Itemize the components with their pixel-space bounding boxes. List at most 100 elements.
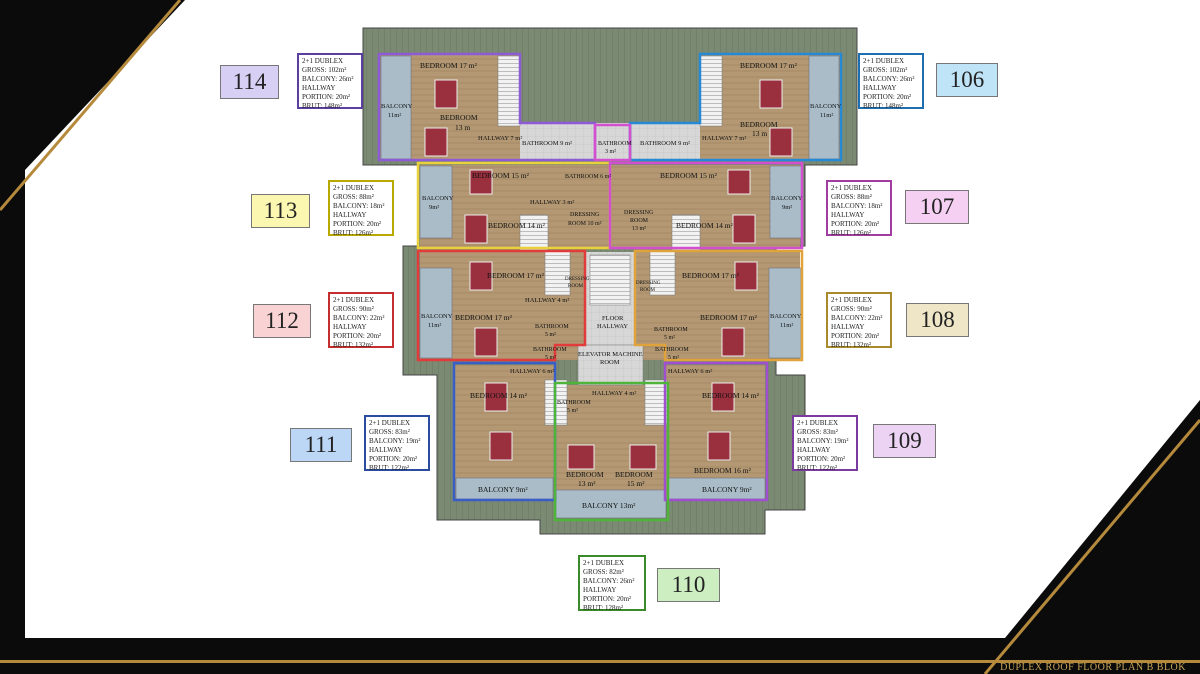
info-line: BALCONY: 19m² bbox=[797, 437, 849, 445]
room-label: BALCONY bbox=[422, 195, 454, 202]
room-label: BALCONY 9m² bbox=[702, 485, 752, 494]
room-label: 11m² bbox=[428, 322, 441, 329]
info-line: PORTION: 20m² bbox=[302, 93, 351, 101]
room-label: 5 m² bbox=[664, 335, 675, 341]
info-line: BALCONY: 18m² bbox=[831, 202, 883, 210]
info-line: GROSS: 83m² bbox=[369, 428, 410, 436]
info-line: BRUT: 128m² bbox=[583, 604, 624, 612]
info-line: HALLWAY bbox=[831, 323, 865, 331]
info-line: 2+1 DUBLEX bbox=[369, 419, 411, 427]
room-label: BALCONY bbox=[421, 313, 453, 320]
room-label: HALLWAY 7 m² bbox=[702, 135, 746, 142]
room-label: BATHROOM bbox=[557, 400, 591, 406]
room-label: BEDROOM 14 m² bbox=[488, 221, 546, 230]
room-label: HALLWAY bbox=[597, 323, 628, 330]
info-line: BRUT: 126m² bbox=[333, 229, 374, 237]
room-labels: BEDROOM 17 m² BEDROOM 13 m BALCONY 11m² … bbox=[381, 61, 842, 510]
room-label: BEDROOM 17 m² bbox=[682, 271, 740, 280]
room-label: DRESSING bbox=[565, 277, 590, 282]
room-label: ROOM bbox=[568, 284, 584, 289]
room-label: BATHROOM 9 m² bbox=[522, 140, 572, 147]
info-line: BALCONY: 19m² bbox=[369, 437, 421, 445]
room-label: BEDROOM 14 m² bbox=[676, 221, 734, 230]
info-line: GROSS: 82m² bbox=[583, 568, 624, 576]
info-line: 2+1 DUBLEX bbox=[583, 559, 625, 567]
unit-tag-108: 108 bbox=[906, 303, 969, 337]
room-label: BATHROOM bbox=[533, 347, 567, 353]
info-line: BRUT: 132m² bbox=[333, 341, 374, 349]
info-line: 2+1 DUBLEX bbox=[302, 57, 344, 65]
room-label: 5 m² bbox=[545, 355, 556, 361]
room-label: BEDROOM bbox=[615, 470, 653, 479]
info-line: HALLWAY bbox=[831, 211, 865, 219]
room-label: BALCONY bbox=[770, 313, 802, 320]
room-label: HALLWAY 7 m² bbox=[478, 135, 522, 142]
outline-109 bbox=[663, 361, 769, 502]
room-label: BATHROOM bbox=[655, 347, 689, 353]
room-label: BEDROOM 17 m² bbox=[420, 61, 478, 70]
info-line: BALCONY: 18m² bbox=[333, 202, 385, 210]
room-label: 5 m² bbox=[545, 332, 556, 338]
info-line: BALCONY: 26m² bbox=[302, 75, 354, 83]
info-line: BRUT: 148m² bbox=[302, 102, 343, 110]
room-label: HALLWAY 4 m² bbox=[525, 297, 569, 304]
room-label: 13 m² bbox=[578, 479, 596, 488]
room-label: 13 m² bbox=[632, 226, 646, 232]
room-label: BEDROOM 14 m² bbox=[702, 391, 760, 400]
room-label: BALCONY 9m² bbox=[478, 485, 528, 494]
info-line: GROSS: 102m² bbox=[863, 66, 908, 74]
info-line: BALCONY: 22m² bbox=[333, 314, 385, 322]
room-label: ELEVATOR MACHINE bbox=[578, 351, 643, 358]
info-line: HALLWAY bbox=[863, 84, 897, 92]
room-label: 11m² bbox=[388, 112, 401, 119]
unit-tag-113: 113 bbox=[251, 194, 310, 228]
info-line: HALLWAY bbox=[333, 211, 367, 219]
info-line: BRUT: 132m² bbox=[831, 341, 872, 349]
room-label: BALCONY bbox=[771, 195, 803, 202]
info-line: PORTION: 20m² bbox=[369, 455, 418, 463]
unit-tag-107: 107 bbox=[905, 190, 969, 224]
info-line: BALCONY: 26m² bbox=[863, 75, 915, 83]
info-line: BRUT: 126m² bbox=[831, 229, 872, 237]
info-line: HALLWAY bbox=[583, 586, 617, 594]
outline-114 bbox=[377, 52, 597, 162]
unit-tag-106: 106 bbox=[936, 63, 998, 97]
info-line: HALLWAY bbox=[369, 446, 403, 454]
room-label: 15 m² bbox=[627, 479, 645, 488]
info-line: GROSS: 88m² bbox=[333, 193, 374, 201]
info-line: GROSS: 83m² bbox=[797, 428, 838, 436]
room-label: BEDROOM 15 m² bbox=[660, 171, 718, 180]
unit-tag-109: 109 bbox=[873, 424, 936, 458]
room-label: BATHROOM 9 m² bbox=[640, 140, 690, 147]
room-label: BEDROOM 17 m² bbox=[700, 313, 758, 322]
stairs bbox=[497, 55, 723, 426]
plan-title: DUPLEX ROOF FLOOR PLAN B BLOK bbox=[1000, 662, 1186, 673]
info-line: PORTION: 20m² bbox=[583, 595, 632, 603]
room-label: DRESSING bbox=[624, 210, 654, 216]
room-label: BEDROOM 15 m² bbox=[472, 171, 530, 180]
info-line: GROSS: 88m² bbox=[831, 193, 872, 201]
room-label: BATHROOM bbox=[598, 141, 632, 147]
room-label: ROOM 10 m² bbox=[568, 221, 602, 227]
info-line: 2+1 DUBLEX bbox=[333, 296, 375, 304]
room-label: BATHROOM 6 m² bbox=[565, 174, 611, 180]
room-label: BEDROOM bbox=[440, 113, 478, 122]
unit-tag-111: 111 bbox=[290, 428, 352, 462]
room-label: HALLWAY 6 m² bbox=[668, 368, 712, 375]
room-label: DRESSING bbox=[636, 281, 661, 286]
outline-107 bbox=[608, 161, 804, 250]
outline-center-bath bbox=[593, 123, 632, 162]
info-line: 2+1 DUBLEX bbox=[831, 184, 873, 192]
room-label: BEDROOM bbox=[740, 120, 778, 129]
outline-108 bbox=[633, 249, 804, 362]
room-label: FLOOR bbox=[602, 315, 624, 322]
info-line: GROSS: 90m² bbox=[333, 305, 374, 313]
info-line: GROSS: 102m² bbox=[302, 66, 347, 74]
room-label: 9m² bbox=[782, 204, 792, 211]
unit-tag-110: 110 bbox=[657, 568, 720, 602]
